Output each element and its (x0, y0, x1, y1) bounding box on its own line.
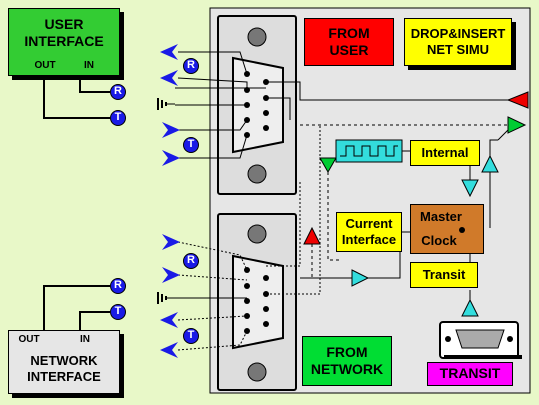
user-interface-in-label: IN (84, 59, 94, 71)
ground-symbol-icon (157, 98, 175, 110)
top-signal-lines (175, 51, 515, 159)
network-interface-title: NETWORK INTERFACE (27, 352, 101, 384)
db9-connector-icon (217, 213, 297, 391)
network-interface-box: OUT IN NETWORK INTERFACE (8, 330, 120, 394)
cyan-triangle-icon (481, 154, 499, 173)
blue-arrow-icon (160, 70, 178, 86)
master-clock-box: Master Clock (410, 204, 484, 254)
blue-arrow-icon (162, 150, 180, 166)
t-marker: T (183, 137, 199, 153)
transit-box: Transit (410, 262, 478, 288)
from-user-box: FROM USER (304, 18, 394, 66)
blue-arrow-icon (160, 312, 178, 328)
blue-arrow-icon (160, 44, 178, 60)
transit-label-box: TRANSIT (427, 362, 513, 386)
bottom-signal-lines (177, 125, 321, 351)
db9-connector-icon (439, 321, 522, 359)
green-triangle-icon (319, 157, 337, 174)
user-interface-title: USER INTERFACE (24, 15, 104, 50)
network-interface-in-label: IN (80, 333, 90, 345)
clock-label: Clock (421, 232, 457, 248)
r-marker: R (183, 58, 199, 74)
blue-arrow-icon (162, 267, 180, 283)
t-marker: T (183, 328, 199, 344)
current-interface-box: Current Interface (336, 212, 402, 252)
drop-insert-box: DROP&INSERT NET SIMU (404, 18, 512, 66)
blue-arrow-icon (162, 234, 180, 250)
ground-symbol-icon (157, 292, 247, 304)
r-marker: R (110, 84, 126, 100)
internal-box: Internal (410, 140, 480, 166)
user-interface-box: USER INTERFACE OUT IN (8, 8, 120, 76)
r-marker: R (183, 253, 199, 269)
green-triangle-icon (507, 116, 527, 134)
blue-arrow-icon (160, 342, 178, 358)
blue-arrow-icon (162, 122, 180, 138)
t-marker: T (110, 304, 126, 320)
cyan-triangle-icon (351, 269, 370, 287)
switch-contact-icon (459, 227, 465, 233)
t-marker: T (110, 110, 126, 126)
user-interface-wires (43, 76, 110, 119)
red-triangle-icon (506, 91, 529, 109)
from-network-box: FROM NETWORK (302, 336, 392, 386)
network-interface-out-label: OUT (18, 333, 40, 345)
cyan-triangle-icon (461, 179, 479, 198)
user-interface-out-label: OUT (34, 59, 56, 71)
network-interface-wires (43, 285, 110, 330)
master-label: Master (420, 208, 462, 224)
r-marker: R (110, 278, 126, 294)
cyan-triangle-icon (461, 298, 479, 317)
